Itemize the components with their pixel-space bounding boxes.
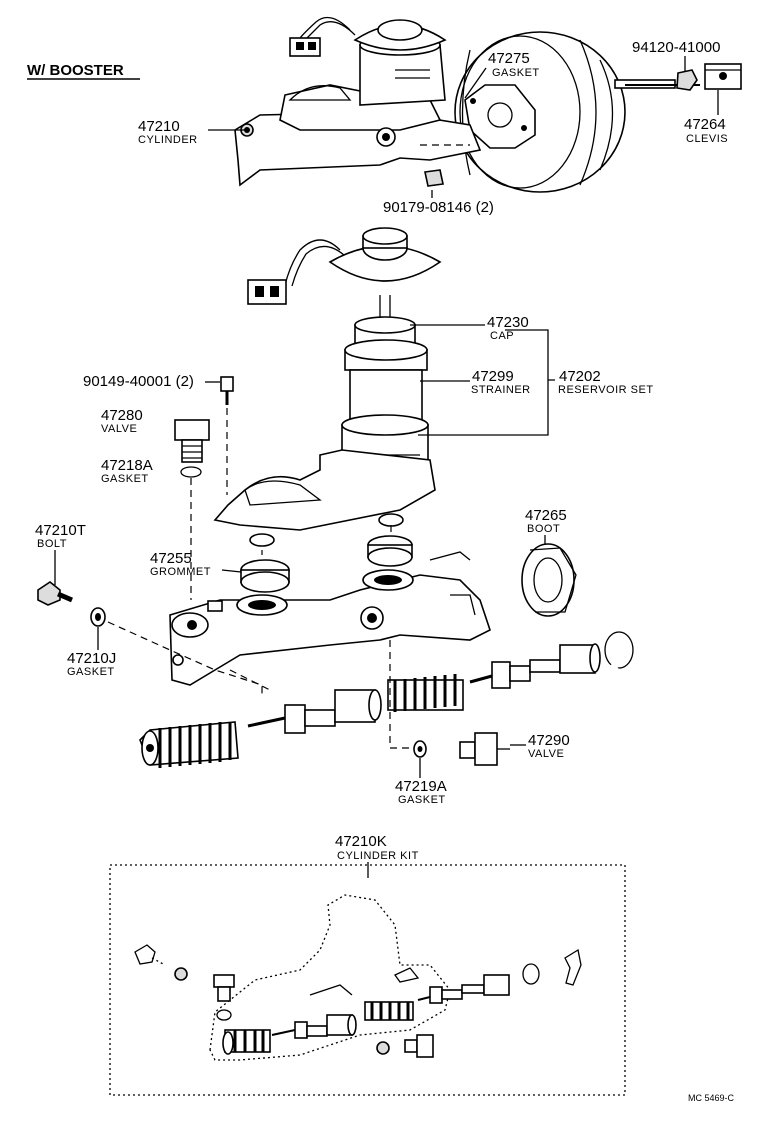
label-47219a: 47219A <box>395 778 447 795</box>
booster-gasket-shape <box>464 84 536 149</box>
label-bolt: BOLT <box>37 538 67 550</box>
brake-booster-drawing <box>454 31 700 193</box>
label-clevis: CLEVIS <box>686 133 728 145</box>
label-47202: 47202 <box>559 368 601 385</box>
label-90149: 90149-40001 (2) <box>83 373 194 390</box>
clevis-nut-drawing <box>676 63 742 91</box>
label-47299: 47299 <box>472 368 514 385</box>
label-47255: 47255 <box>150 550 192 567</box>
label-gasket-top: GASKET <box>492 67 540 79</box>
reservoir-bracket <box>418 329 555 436</box>
label-47280: 47280 <box>101 407 143 424</box>
label-47230: 47230 <box>487 314 529 331</box>
assembly-guide-lines <box>107 408 412 749</box>
top-cylinder-drawing <box>234 16 482 187</box>
label-cylinder-kit: CYLINDER KIT <box>337 850 419 862</box>
label-gasket-1: GASKET <box>101 473 149 485</box>
kit-box <box>109 864 626 1096</box>
label-47265: 47265 <box>525 507 567 524</box>
label-cap: CAP <box>490 330 514 342</box>
label-90179: 90179-08146 (2) <box>383 199 494 216</box>
boot-drawing <box>521 543 577 617</box>
label-grommet: GROMMET <box>150 566 211 578</box>
label-47210t: 47210T <box>35 522 86 539</box>
grommets-drawing <box>240 535 413 593</box>
label-reservoir-set: RESERVOIR SET <box>558 384 654 396</box>
label-47218a: 47218A <box>101 457 153 474</box>
label-47210: 47210 <box>138 118 180 135</box>
diagram-code: MC 5469-C <box>688 1093 735 1103</box>
pistons-springs-drawing <box>139 631 634 768</box>
leader-grommet <box>221 569 242 573</box>
label-boot: BOOT <box>527 523 560 535</box>
small-parts-drawing <box>37 376 510 766</box>
master-cylinder-drawing <box>169 551 491 686</box>
label-47210k: 47210K <box>335 833 387 850</box>
label-cylinder: CYLINDER <box>138 134 198 146</box>
label-47264: 47264 <box>684 116 726 133</box>
label-94120: 94120-41000 <box>632 39 720 56</box>
label-47290: 47290 <box>528 732 570 749</box>
label-gasket-2: GASKET <box>67 666 115 678</box>
label-47275: 47275 <box>488 50 530 67</box>
reservoir-exploded-drawing <box>213 227 442 547</box>
booster-label: W/ BOOSTER <box>27 62 124 79</box>
kit-parts-drawing <box>134 894 582 1061</box>
label-47210j: 47210J <box>67 650 116 667</box>
label-valve-1: VALVE <box>101 423 137 435</box>
label-valve-2: VALVE <box>528 748 564 760</box>
leader-gasket-top <box>464 67 487 99</box>
label-strainer: STRAINER <box>471 384 531 396</box>
label-gasket-3: GASKET <box>398 794 446 806</box>
